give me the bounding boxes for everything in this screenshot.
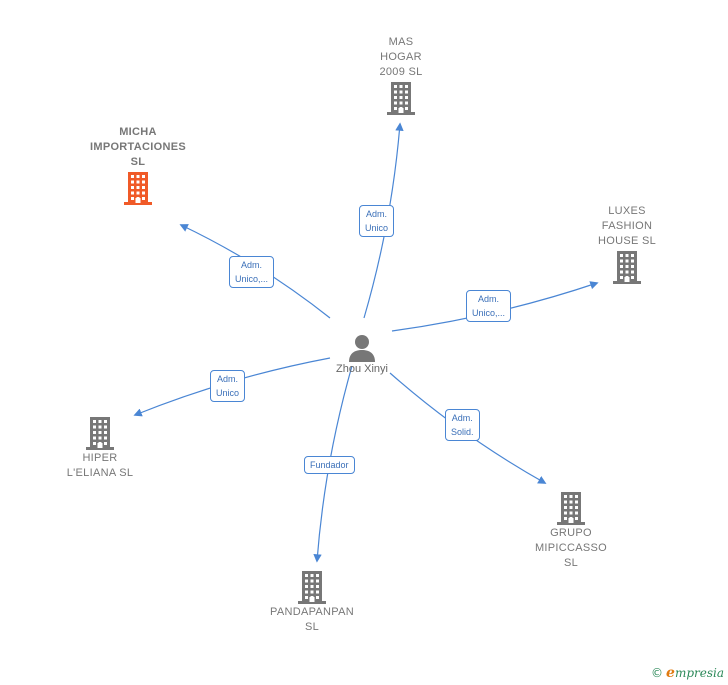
relation-label-grupo[interactable]: Adm. Solid.: [445, 409, 480, 441]
company-node-micha-importaciones[interactable]: MICHA IMPORTACIONES SL: [68, 125, 208, 206]
person-name: Zhou Xinyi: [336, 363, 388, 375]
building-icon: [387, 82, 415, 115]
relation-label-micha[interactable]: Adm. Unico,...: [229, 256, 275, 288]
relation-label-hiper[interactable]: Adm. Unico: [210, 370, 246, 402]
company-node-luxes-fashion-house[interactable]: LUXES FASHION HOUSE SL: [582, 204, 672, 285]
company-label: HIPER L'ELIANA SL: [66, 452, 134, 479]
company-label: GRUPO MIPICCASSO SL: [534, 527, 608, 569]
empresia-watermark: ©empresia: [651, 665, 724, 681]
relation-label-mas[interactable]: Adm. Unico: [359, 205, 395, 237]
building-icon: [613, 251, 641, 284]
company-label: LUXES FASHION HOUSE SL: [597, 205, 657, 247]
company-node-pandapanpan[interactable]: PANDAPANPAN SL: [257, 569, 367, 635]
company-node-mas-hogar[interactable]: MAS HOGAR 2009 SL: [356, 35, 446, 116]
brand-name: mpresia: [674, 666, 724, 680]
relation-label-panda[interactable]: Fundador: [304, 456, 355, 474]
company-label: PANDAPANPAN SL: [270, 606, 354, 633]
building-icon: [86, 417, 114, 450]
company-label: MAS HOGAR 2009 SL: [379, 36, 423, 78]
person-icon: [349, 335, 375, 362]
building-icon: [298, 571, 326, 604]
building-icon: [124, 172, 152, 205]
company-node-hiper-leliana[interactable]: HIPER L'ELIANA SL: [48, 415, 152, 481]
relation-label-luxes[interactable]: Adm. Unico,...: [466, 290, 512, 322]
building-icon: [557, 492, 585, 525]
company-label: MICHA IMPORTACIONES SL: [90, 126, 186, 168]
person-node[interactable]: Zhou Xinyi: [322, 333, 402, 375]
company-node-grupo-mipiccasso[interactable]: GRUPO MIPICCASSO SL: [521, 490, 621, 571]
brand-initial: e: [666, 665, 675, 681]
copyright-symbol: ©: [651, 666, 664, 680]
